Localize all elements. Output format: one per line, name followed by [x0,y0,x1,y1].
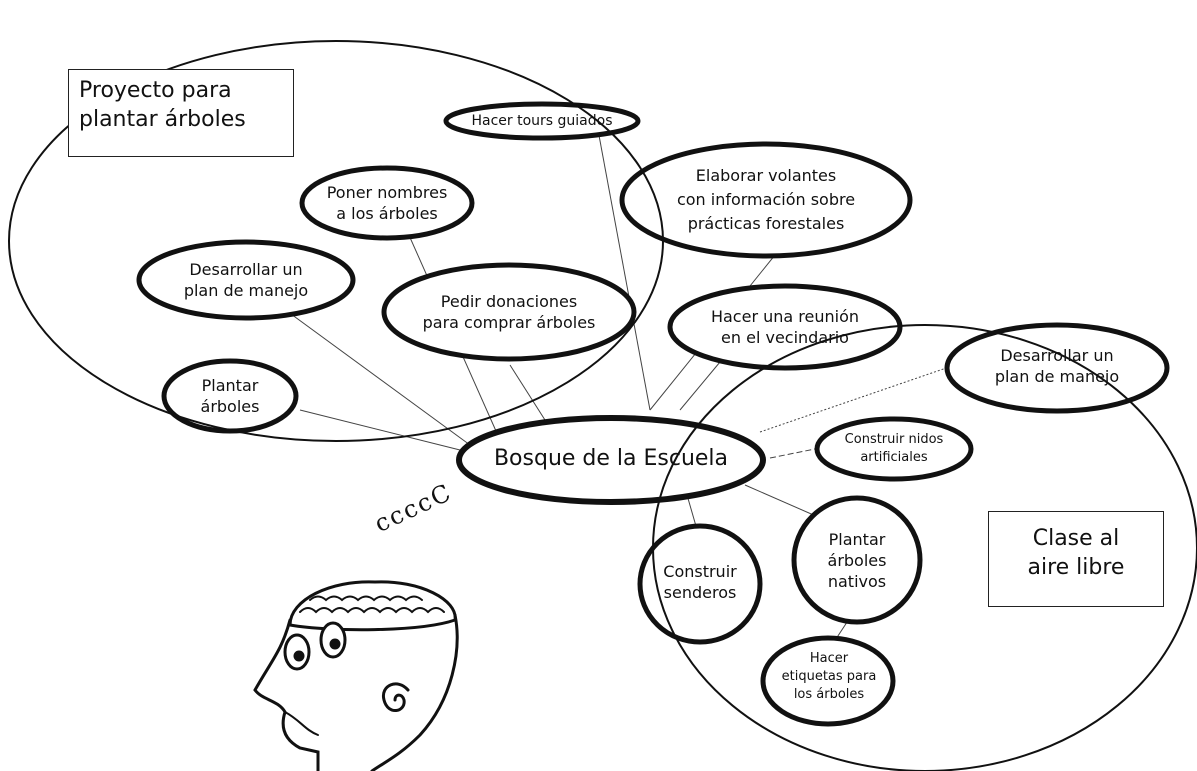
ellipse-plan-left [136,239,356,321]
node-donaciones: Pedir donaciones para comprar árboles [422,292,596,332]
group-label-right: Clase al aire libre [988,511,1164,607]
ellipse-reunion [667,283,903,371]
link-reunion [679,361,721,411]
link-nidos [769,447,821,459]
ellipse-plan-right [944,322,1170,414]
ellipse-nidos [814,416,974,482]
node-nidos: Construir nidos artificiales [844,432,944,465]
node-plan-left: Desarrollar un plan de manejo [183,260,309,300]
node-volantes: Elaborar volantes con información sobre … [676,166,856,233]
ellipse-nombres [299,165,475,241]
node-nombres: Poner nombres a los árboles [326,183,448,223]
link-plantar [299,409,461,451]
ellipse-senderos [637,523,763,645]
ellipse-tours [443,101,641,141]
node-reunion: Hacer una reunión en el vecindario [710,307,860,347]
node-plantar: Plantar árboles [200,376,260,416]
node-senderos: Construir senderos [663,562,737,602]
ellipse-nativos [791,495,923,625]
thinking-person-icon [253,580,459,771]
ellipse-etiquetas [760,635,896,727]
link-tours [597,129,651,411]
node-center: Bosque de la Escuela [493,446,729,471]
group-circle-left [8,40,664,442]
node-etiquetas: Hacer etiquetas para los árboles [781,651,877,702]
link-donaciones [509,364,546,421]
group-label-left: Proyecto para plantar árboles [68,69,294,157]
ellipse-donaciones [381,262,637,362]
link-plan-left [264,294,471,446]
node-tours: Hacer tours guiados [471,113,613,129]
node-nativos: Plantar árboles nativos [827,530,887,591]
node-plan-right: Desarrollar un plan de manejo [994,346,1120,386]
ellipse-volantes [619,141,913,259]
group-circle-right [652,324,1197,771]
